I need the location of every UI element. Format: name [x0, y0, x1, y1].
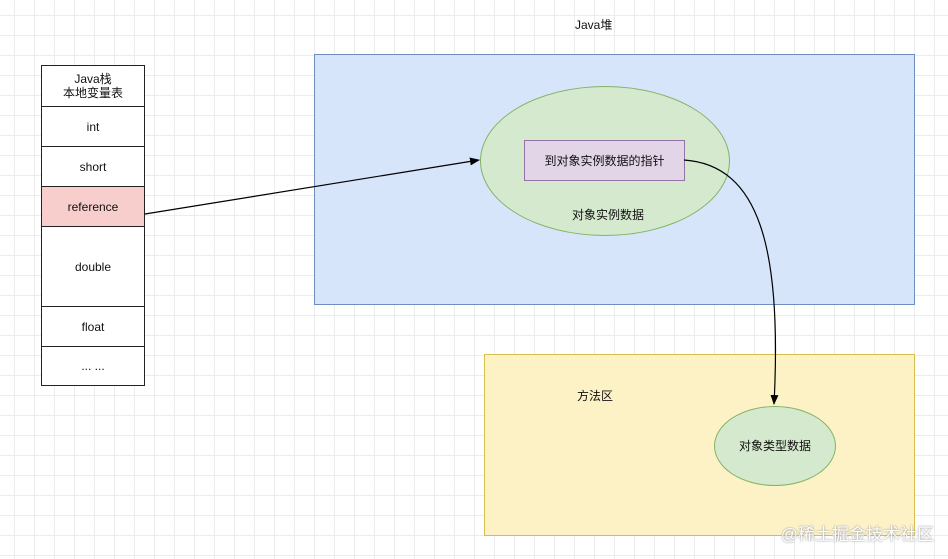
pointer-to-type-arrow — [683, 159, 779, 405]
heap-title: Java堆 — [575, 18, 613, 32]
instance-pointer-box: 到对象实例数据的指针 — [524, 140, 685, 181]
watermark-text: @稀土掘金技术社区 — [780, 525, 934, 544]
stack-slot-reference: reference — [42, 186, 144, 226]
stack-slot-float: float — [42, 306, 144, 346]
method-area-region — [484, 354, 915, 536]
object-type-ellipse: 对象类型数据 — [714, 406, 836, 486]
stack-slot-short: short — [42, 146, 144, 186]
stack-header: Java栈 本地变量表 — [42, 66, 144, 106]
stack-slot-ellipsis: ... ... — [42, 346, 144, 385]
object-instance-label: 对象实例数据 — [572, 208, 645, 222]
stack-slot-double: double — [42, 226, 144, 306]
method-area-title: 方法区 — [577, 389, 614, 403]
instance-pointer-label: 到对象实例数据的指针 — [544, 154, 665, 168]
stack-header-line1: Java栈 — [74, 72, 112, 86]
stack-slot-int: int — [42, 106, 144, 146]
java-stack-table: Java栈 本地变量表 int short reference double f… — [41, 65, 145, 386]
object-type-label: 对象类型数据 — [738, 439, 811, 453]
reference-to-instance-arrow — [144, 157, 480, 215]
object-instance-ellipse — [480, 86, 730, 236]
stack-header-line2: 本地变量表 — [62, 86, 123, 100]
